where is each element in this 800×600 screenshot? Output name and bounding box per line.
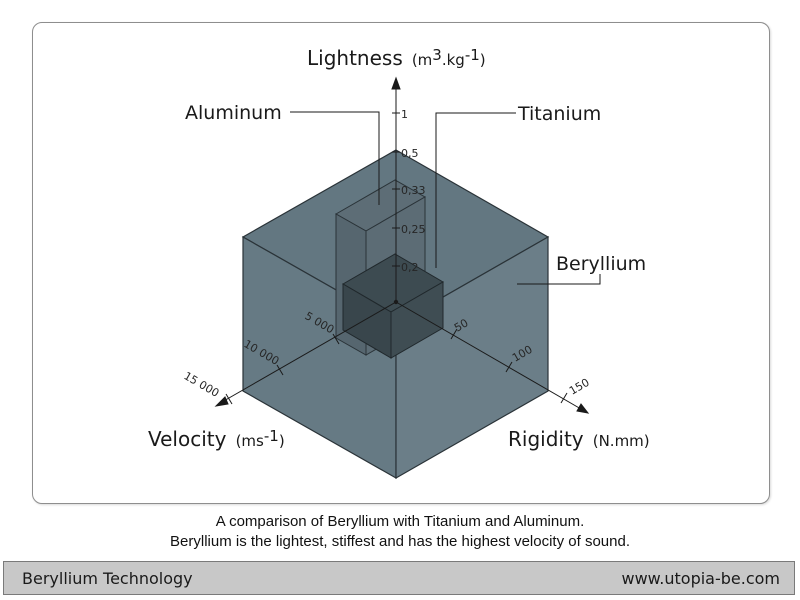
lightness-tick-label: 1 — [401, 108, 408, 121]
titanium-cube — [342, 253, 444, 359]
aluminum-label: Aluminum — [185, 102, 282, 124]
aluminum-leader-line — [290, 111, 380, 205]
lightness-tick-label: 0,25 — [401, 223, 426, 236]
velocity-tick-label: 15 000 — [182, 369, 222, 400]
footer-bar: Beryllium Technology www.utopia-be.com — [3, 561, 795, 595]
velocity-ticks — [225, 333, 340, 405]
lightness-unit-prefix: (m — [412, 51, 432, 69]
lightness-axis-title: Lightness (m3.kg-1) — [307, 46, 486, 70]
velocity-unit-sup: -1 — [264, 427, 279, 445]
lightness-axis-arrow — [391, 76, 401, 90]
velocity-axis — [221, 301, 397, 403]
velocity-tick — [225, 393, 233, 405]
footer-website-link[interactable]: www.utopia-be.com — [621, 569, 780, 588]
rigidity-axis-arrow — [576, 403, 590, 414]
rigidity-unit: (N.mm) — [593, 432, 650, 450]
axes — [214, 76, 590, 414]
lightness-ticks — [392, 112, 400, 267]
beryllium-label: Beryllium — [556, 253, 646, 275]
velocity-tick — [332, 333, 340, 345]
rigidity-tick-label: 50 — [452, 316, 471, 334]
velocity-unit-suffix: ) — [279, 432, 285, 450]
caption-line-1: A comparison of Beryllium with Titanium … — [215, 513, 585, 530]
rigidity-tick — [560, 392, 568, 404]
velocity-unit-prefix: (ms — [236, 432, 264, 450]
rigidity-axis-title: Rigidity (N.mm) — [508, 427, 650, 451]
lightness-unit-sup1: 3 — [432, 46, 442, 64]
titanium-label: Titanium — [517, 103, 601, 125]
rigidity-ticks — [450, 328, 568, 404]
lightness-tick-label: 0,5 — [401, 147, 419, 160]
velocity-axis-title: Velocity (ms-1) — [148, 427, 285, 451]
footer-title: Beryllium Technology — [22, 569, 193, 588]
beryllium-right-face — [395, 235, 549, 480]
titanium-right-face — [390, 281, 444, 359]
rigidity-title-text: Rigidity — [508, 427, 584, 451]
lightness-title-text: Lightness — [307, 46, 403, 70]
rigidity-tick-label: 150 — [567, 376, 592, 398]
velocity-title-text: Velocity — [148, 427, 227, 451]
lightness-tick-label: 0,33 — [401, 184, 426, 197]
caption-line-2: Beryllium is the lightest, stiffest and … — [170, 533, 630, 550]
axes-origin — [393, 299, 399, 305]
rigidity-tick — [505, 361, 513, 373]
lightness-unit-suffix: ) — [480, 51, 486, 69]
velocity-tick — [276, 364, 284, 376]
lightness-unit-sup2: -1 — [465, 46, 480, 64]
velocity-axis-arrow — [214, 396, 229, 407]
lightness-tick-label: 0,2 — [401, 261, 419, 274]
titanium-leader-line — [435, 112, 516, 268]
rigidity-tick — [450, 328, 458, 340]
lightness-unit-mid: .kg — [442, 51, 465, 69]
beryllium-leader-line — [517, 274, 601, 285]
rigidity-axis — [395, 301, 582, 410]
caption: A comparison of Beryllium with Titanium … — [0, 512, 800, 552]
